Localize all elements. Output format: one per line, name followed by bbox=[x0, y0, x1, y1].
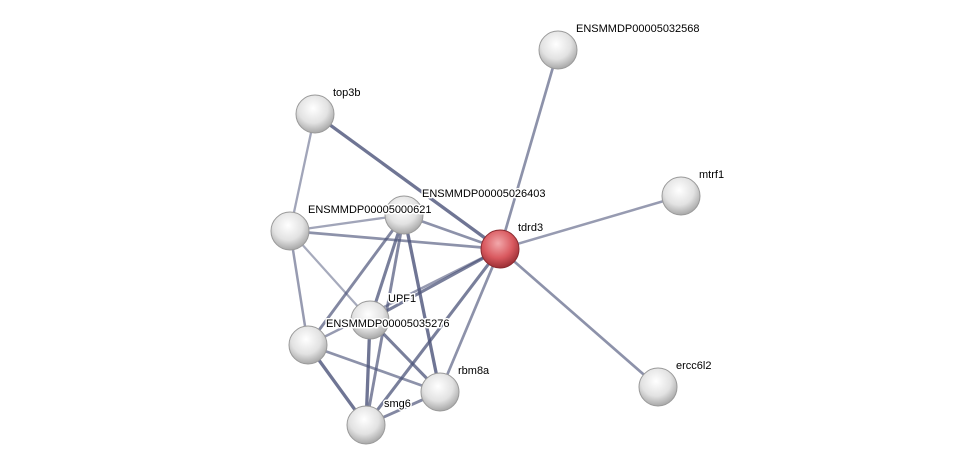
edge-ENSMMDP00005026403-rbm8a[interactable] bbox=[402, 214, 442, 393]
node-ercc6l2[interactable] bbox=[638, 367, 678, 407]
node-UPF1[interactable] bbox=[350, 300, 390, 340]
edge-tdrd3-ENSMMDP00005032568[interactable] bbox=[498, 49, 560, 250]
edge-tdrd3-top3b[interactable] bbox=[314, 112, 501, 251]
edge-ENSMMDP00005026403-ENSMMDP00005035276[interactable] bbox=[306, 214, 406, 346]
node-label-ercc6l2: ercc6l2 bbox=[676, 360, 711, 372]
node-top3b[interactable] bbox=[295, 94, 335, 134]
node-ENSMMDP00005032568[interactable] bbox=[538, 30, 578, 70]
node-label-ENSMMDP00005035276: ENSMMDP00005035276 bbox=[326, 318, 450, 330]
node-label-smg6: smg6 bbox=[384, 398, 411, 410]
node-label-ENSMMDP00005026403: ENSMMDP00005026403 bbox=[422, 188, 546, 200]
node-label-top3b: top3b bbox=[333, 87, 361, 99]
edge-tdrd3-smg6[interactable] bbox=[364, 248, 502, 426]
edge-ENSMMDP00005035276-rbm8a[interactable] bbox=[307, 343, 441, 394]
node-label-mtrf1: mtrf1 bbox=[699, 169, 724, 181]
node-label-ENSMMDP00005000621: ENSMMDP00005000621 bbox=[308, 204, 432, 216]
node-ENSMMDP00005035276[interactable] bbox=[288, 325, 328, 365]
node-label-UPF1: UPF1 bbox=[388, 293, 416, 305]
node-label-ENSMMDP00005032568: ENSMMDP00005032568 bbox=[576, 23, 700, 35]
node-label-tdrd3: tdrd3 bbox=[518, 222, 543, 234]
edge-top3b-ENSMMDP00005000621[interactable] bbox=[288, 113, 317, 232]
node-ENSMMDP00005026403[interactable] bbox=[384, 195, 424, 235]
edge-tdrd3-mtrf1[interactable] bbox=[499, 194, 682, 251]
node-rbm8a[interactable] bbox=[420, 372, 460, 412]
node-smg6[interactable] bbox=[346, 405, 386, 445]
node-mtrf1[interactable] bbox=[661, 176, 701, 216]
edge-tdrd3-rbm8a[interactable] bbox=[438, 248, 502, 393]
node-label-rbm8a: rbm8a bbox=[458, 365, 490, 377]
edge-ENSMMDP00005000621-UPF1[interactable] bbox=[289, 230, 371, 321]
edge-tdrd3-ENSMMDP00005035276[interactable] bbox=[307, 247, 501, 347]
node-tdrd3[interactable] bbox=[480, 229, 520, 269]
node-ENSMMDP00005000621[interactable] bbox=[270, 211, 310, 251]
edge-tdrd3-ercc6l2[interactable] bbox=[499, 247, 659, 389]
